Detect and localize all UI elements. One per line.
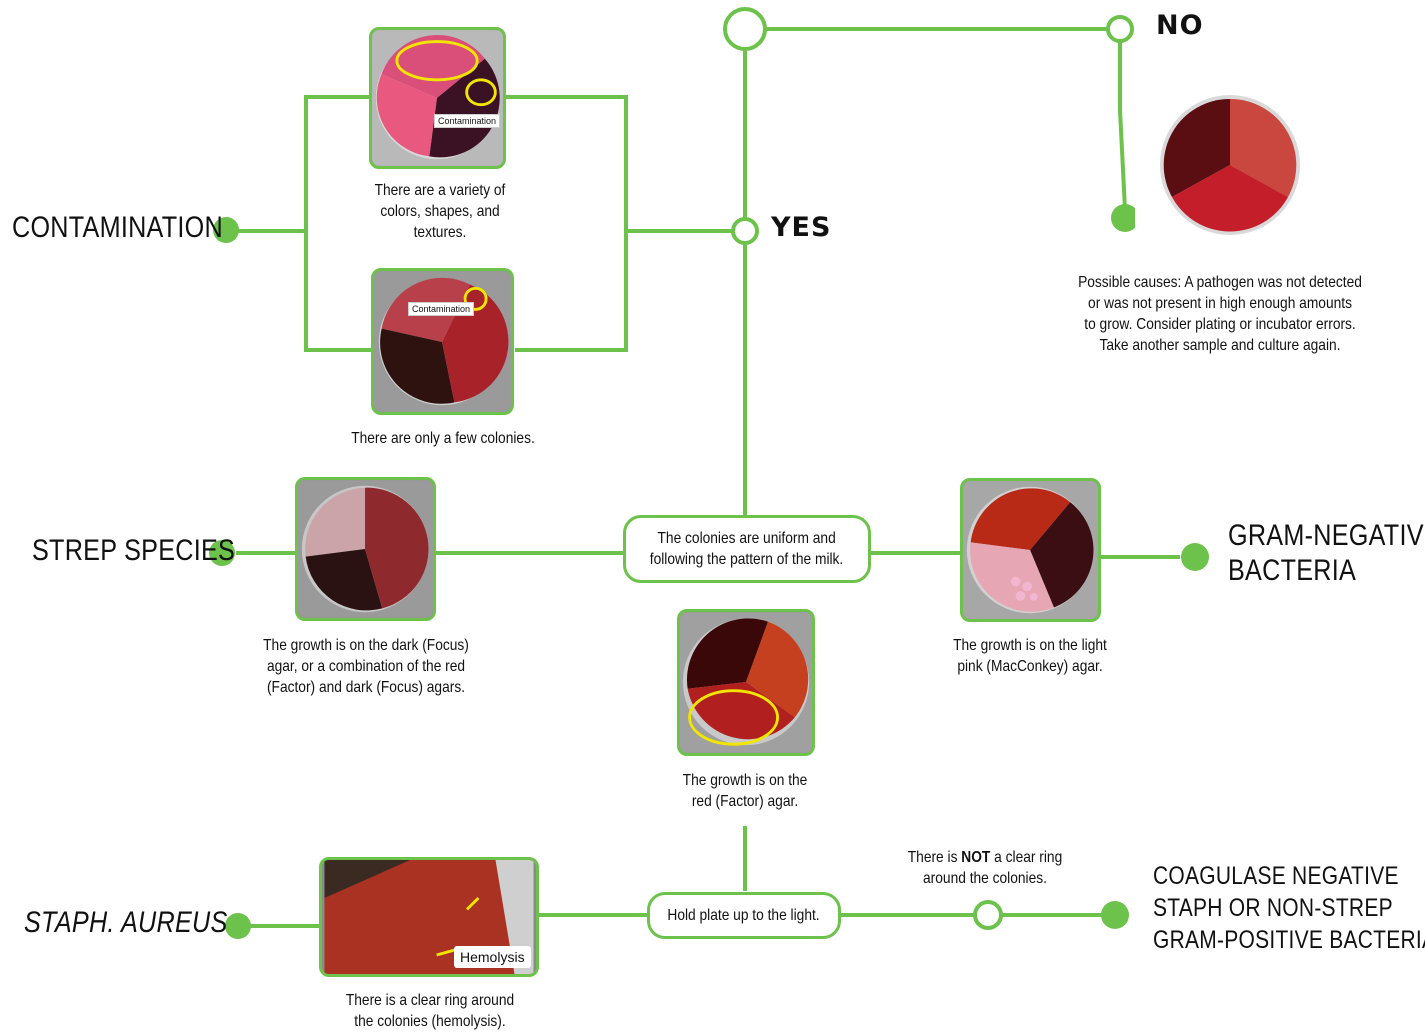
strep-photo <box>295 477 436 621</box>
contamination-few-photo: Contamination <box>371 268 514 415</box>
gram-negative-line1: GRAM-NEGATIVE <box>1228 519 1425 552</box>
hold-plate-box: Hold plate up to the light. <box>647 892 841 939</box>
caption-ring-line1: There is a clear ring around <box>345 992 515 1009</box>
caption-ring-line2: the colonies (hemolysis). <box>354 1013 506 1030</box>
outcome-gram-negative: GRAM-NEGATIVE BACTERIA <box>1228 519 1425 588</box>
coag-neg-line2: STAPH OR NON-STREP <box>1153 894 1393 922</box>
caption-variety-line2: colors, shapes, and textures. <box>380 203 500 241</box>
not-ring-pre: There is <box>907 849 962 866</box>
caption-red-line2: red (Factor) agar. <box>691 793 799 810</box>
gram-negative-dot <box>1181 543 1209 571</box>
caption-not-ring-line1: There is NOT a clear ring <box>895 847 1076 868</box>
outcome-staph-aureus: STAPH. AUREUS <box>24 906 228 939</box>
hold-plate-text: Hold plate up to the light. <box>667 907 821 924</box>
caption-red-line1: The growth is on the <box>682 772 808 789</box>
gram-negative-photo <box>960 478 1101 622</box>
caption-clear-ring: There is a clear ring around the colonie… <box>323 990 538 1032</box>
caption-no-growth-line4: Take another sample and culture again. <box>1099 337 1341 354</box>
uniform-box-line1: The colonies are uniform and <box>657 530 837 547</box>
coag-neg-line3: GRAM-POSITIVE BACTERIA <box>1153 926 1425 954</box>
hemolysis-photo: Hemolysis <box>319 857 539 977</box>
staph-dot <box>225 913 251 939</box>
gram-negative-line2: BACTERIA <box>1228 553 1357 587</box>
caption-few-colonies: There are only a few colonies. <box>351 430 535 447</box>
caption-gramneg-line1: The growth is on the light <box>953 637 1107 654</box>
no-label: NO <box>1156 10 1204 41</box>
coag-neg-line1: COAGULASE NEGATIVE <box>1153 862 1399 890</box>
uniform-box-line2: following the pattern of the milk. <box>650 551 844 568</box>
caption-strep: The growth is on the dark (Focus) agar, … <box>249 635 483 698</box>
top-junction-node <box>723 7 767 51</box>
no-growth-photo <box>1135 95 1325 235</box>
contamination-dot <box>213 217 239 243</box>
hemolysis-photo-label: Hemolysis <box>454 946 531 968</box>
yes-node <box>731 217 759 245</box>
not-ring-bold: NOT <box>961 849 991 866</box>
strep-dot <box>209 540 235 566</box>
yes-label: YES <box>771 212 832 243</box>
caption-no-growth-line3: to grow. Consider plating or incubator e… <box>1084 316 1356 333</box>
caption-no-growth-line2: or was not present in high enough amount… <box>1088 295 1352 312</box>
outcome-contamination: CONTAMINATION <box>12 211 223 244</box>
red-factor-photo <box>677 609 815 756</box>
caption-no-growth-line1: Possible causes: A pathogen was not dete… <box>1078 274 1362 291</box>
uniform-colonies-box: The colonies are uniform and following t… <box>623 515 871 583</box>
caption-gramneg-line2: pink (MacConkey) agar. <box>957 658 1103 675</box>
caption-strep-line3: (Factor) and dark (Focus) agars. <box>266 679 466 696</box>
outcome-strep-species: STREP SPECIES <box>32 534 236 567</box>
caption-variety-line1: There are a variety of <box>374 182 506 199</box>
coag-neg-dot <box>1101 901 1129 929</box>
contamination-photo-label: Contamination <box>434 114 501 128</box>
not-ring-post: a clear ring <box>990 849 1063 866</box>
caption-strep-line1: The growth is on the dark (Focus) <box>263 637 469 654</box>
outcome-coagulase-negative: COAGULASE NEGATIVE STAPH OR NON-STREP GR… <box>1153 860 1425 956</box>
caption-no-growth: Possible causes: A pathogen was not dete… <box>1065 272 1375 356</box>
caption-red-factor: The growth is on the red (Factor) agar. <box>672 770 818 812</box>
contamination-photo-label: Contamination <box>408 302 475 316</box>
caption-not-ring-line2: around the colonies. <box>923 870 1047 887</box>
caption-not-clear-ring: There is NOT a clear ring around the col… <box>895 847 1076 889</box>
no-node <box>1106 15 1134 43</box>
not-ring-node <box>973 900 1003 930</box>
caption-variety: There are a variety of colors, shapes, a… <box>354 180 526 243</box>
caption-gram-negative: The growth is on the light pink (MacConk… <box>935 635 1124 677</box>
no-growth-dot <box>1111 204 1139 232</box>
contamination-variety-photo: Contamination <box>369 27 506 169</box>
caption-strep-line2: agar, or a combination of the red <box>266 658 466 675</box>
